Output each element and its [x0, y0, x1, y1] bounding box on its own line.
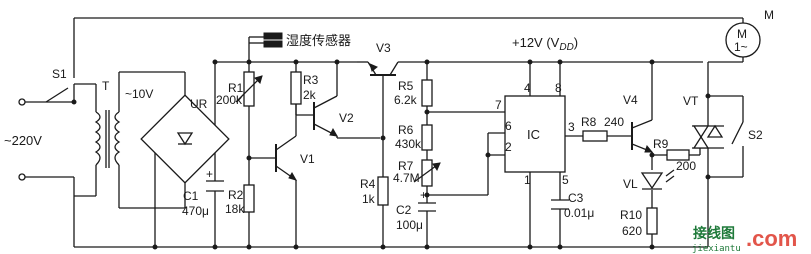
- vt-label: VT: [683, 94, 699, 108]
- r10-value: 620: [622, 224, 642, 238]
- transistor-v1: V1: [275, 135, 315, 181]
- v2-label: V2: [339, 111, 354, 125]
- c1-polarity-plus: +: [206, 167, 213, 181]
- motor-label: M: [764, 8, 774, 22]
- r7-label: R7: [398, 159, 414, 173]
- c3-value: 0.01μ: [564, 206, 594, 220]
- switch-s2: S2: [731, 121, 763, 145]
- r5-value: 6.2k: [394, 93, 418, 107]
- resistor-r3: R3 2k: [290, 71, 319, 105]
- s1-label: S1: [52, 67, 67, 81]
- ic-555: IC 4 8 7 6 2 3 1 5: [495, 81, 575, 187]
- vdd-label: +12V (V: [512, 35, 560, 50]
- ic-pin7: 7: [495, 98, 502, 112]
- transformer-label: T: [102, 79, 110, 93]
- ic-pin1: 1: [524, 173, 531, 187]
- capacitor-c1: + C1 470μ: [182, 167, 224, 218]
- v1-label: V1: [300, 152, 315, 166]
- r9-label: R9: [653, 137, 669, 151]
- c2-label: C2: [396, 203, 412, 217]
- bridge-rectifier-ur: UR: [140, 94, 230, 184]
- resistor-r4: R4 1k: [360, 176, 389, 206]
- r8-value: 240: [604, 115, 624, 129]
- vl-label: VL: [623, 177, 638, 191]
- ic-pin5: 5: [562, 173, 569, 187]
- s2-label: S2: [748, 128, 763, 142]
- resistor-r8: R8 240: [581, 115, 624, 142]
- watermark-cn: 接线图: [693, 225, 735, 242]
- resistor-r6: R6 430k: [395, 123, 433, 151]
- ic-pin4: 4: [524, 81, 531, 95]
- ic-pin3: 3: [568, 120, 575, 134]
- ic-pin8: 8: [555, 81, 562, 95]
- watermark-com: .com: [746, 226, 797, 251]
- resistor-r5: R5 6.2k: [394, 79, 433, 107]
- watermark-url: jiexiantu: [692, 244, 741, 254]
- vdd-close: ): [574, 35, 578, 50]
- r3-label: R3: [303, 73, 319, 87]
- resistor-r9: R9 200: [653, 137, 696, 173]
- c2-polarity-plus: +: [420, 188, 427, 202]
- resistor-r7: R7 4.7M: [393, 159, 441, 187]
- r6-value: 430k: [395, 137, 422, 151]
- transistor-v3: V3: [367, 41, 399, 76]
- capacitor-c2: + C2 100μ: [396, 188, 436, 232]
- resistor-r10: R10 620: [620, 207, 658, 238]
- led-vl: VL: [623, 169, 675, 191]
- transistor-v4: V4: [623, 93, 654, 153]
- sensor-label: 湿度传感器: [286, 33, 351, 48]
- r9-value: 200: [676, 159, 696, 173]
- r6-label: R6: [398, 123, 414, 137]
- transformer-t: T ~10V: [94, 79, 153, 168]
- junction-dots: [71, 59, 711, 250]
- switch-s1: S1: [45, 67, 69, 103]
- r2-label: R2: [228, 188, 244, 202]
- capacitor-c3: C3 0.01μ: [551, 191, 594, 220]
- r1-value: 200k: [216, 93, 243, 107]
- r4-value: 1k: [362, 192, 376, 206]
- v3-label: V3: [376, 41, 391, 55]
- bridge-label: UR: [190, 97, 208, 111]
- r1-label: R1: [228, 81, 244, 95]
- wiring: [22, 17, 744, 248]
- motor-m: M 1~ M: [725, 8, 774, 58]
- motor-inner-m: M: [737, 27, 747, 41]
- ic-label: IC: [527, 127, 540, 142]
- resistor-r1: R1 200k: [216, 71, 263, 107]
- svg-text:+12V (VDD): +12V (VDD): [512, 35, 578, 53]
- ic-pin6: 6: [505, 119, 512, 133]
- humidity-sensor: 湿度传感器: [263, 32, 351, 48]
- c3-label: C3: [568, 191, 584, 205]
- ac-input: ~220V: [4, 98, 42, 181]
- r10-label: R10: [620, 208, 642, 222]
- watermark: 接线图 jiexiantu .com: [692, 225, 797, 254]
- motor-inner-phase: 1~: [734, 40, 748, 54]
- c1-value: 470μ: [182, 204, 209, 218]
- r2-value: 18k: [225, 202, 245, 216]
- c1-label: C1: [183, 189, 199, 203]
- triac-vt: VT: [683, 94, 724, 160]
- r4-label: R4: [360, 177, 376, 191]
- resistor-r2: R2 18k: [225, 184, 255, 216]
- r8-label: R8: [581, 115, 597, 129]
- supply-label: +12V (VDD): [512, 35, 578, 53]
- secondary-voltage-label: ~10V: [125, 87, 153, 101]
- ic-pin2: 2: [505, 140, 512, 154]
- r3-value: 2k: [303, 88, 317, 102]
- r7-value: 4.7M: [393, 171, 420, 185]
- c2-value: 100μ: [396, 218, 423, 232]
- vdd-subscript: DD: [559, 42, 573, 53]
- r5-label: R5: [398, 79, 414, 93]
- input-voltage-label: ~220V: [4, 133, 42, 148]
- v4-label: V4: [623, 93, 638, 107]
- transistor-v2: V2: [313, 95, 354, 137]
